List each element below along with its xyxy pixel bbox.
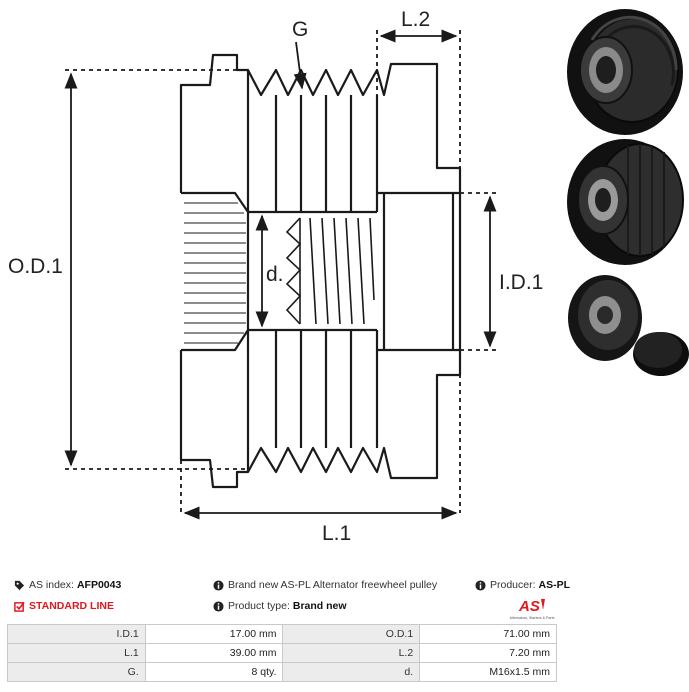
dim-label-l1: L.1 <box>322 522 351 545</box>
dimension-arrows <box>64 29 497 520</box>
spec-label-od1: O.D.1 <box>282 624 421 644</box>
dim-label-id1: I.D.1 <box>499 271 543 294</box>
logo-tagline: Alternators, Starters & Parts <box>510 616 555 620</box>
dim-label-od1: O.D.1 <box>8 255 63 278</box>
table-row: G. 8 qty. d. M16x1.5 mm <box>7 662 557 682</box>
pulley-technical-drawing: G L.2 O.D.1 I.D.1 d. L.1 <box>8 8 689 545</box>
spec-value-od1: 71.00 mm <box>419 624 557 644</box>
spec-value-g: 8 qty. <box>144 662 284 682</box>
bore-thread <box>285 217 375 325</box>
as-index-value: AFP0043 <box>76 579 122 591</box>
info-icon <box>213 579 224 591</box>
producer-label: Producer: <box>490 579 536 591</box>
spec-value-id1: 17.00 mm <box>144 624 284 644</box>
table-row: L.1 39.00 mm L.2 7.20 mm <box>7 643 557 663</box>
logo-brand: AS <box>518 598 540 615</box>
product-type-value: Brand new <box>292 600 347 612</box>
pulley-photo-side <box>567 139 684 265</box>
spec-value-l1: 39.00 mm <box>144 643 284 663</box>
producer-row: Producer: AS-PL <box>475 579 570 591</box>
standard-line-row: STANDARD LINE <box>14 600 114 612</box>
pulley-outline <box>179 53 462 489</box>
spec-value-l2: 7.20 mm <box>419 643 557 663</box>
product-type-label: Product type: <box>228 600 290 612</box>
spec-table: I.D.1 17.00 mm O.D.1 71.00 mm L.1 39.00 … <box>7 624 557 682</box>
description-row: Brand new AS-PL Alternator freewheel pul… <box>213 579 437 591</box>
dim-label-d: d. <box>266 263 284 286</box>
pulley-photo-with-cap <box>568 275 689 376</box>
spec-label-g: G. <box>7 662 146 682</box>
producer-value: AS-PL <box>538 579 571 591</box>
spline-hatching <box>184 202 246 344</box>
spec-label-id1: I.D.1 <box>7 624 146 644</box>
spec-value-d: M16x1.5 mm <box>419 662 557 682</box>
dim-label-g: G <box>292 18 308 41</box>
as-index-row: AS index: AFP0043 <box>14 579 121 591</box>
info-icon <box>213 600 224 612</box>
info-icon <box>475 579 486 591</box>
as-index-label: AS index: <box>29 579 74 591</box>
as-pl-logo: AS Alternators, Starters & Parts <box>510 598 555 620</box>
extension-lines <box>65 30 497 513</box>
spec-label-l1: L.1 <box>7 643 146 663</box>
standard-line-text: STANDARD LINE <box>29 600 114 612</box>
spec-label-d: d. <box>282 662 421 682</box>
description-text: Brand new AS-PL Alternator freewheel pul… <box>228 579 438 591</box>
spec-label-l2: L.2 <box>282 643 421 663</box>
pulley-photo-front <box>567 9 683 135</box>
tag-icon <box>14 580 25 590</box>
table-row: I.D.1 17.00 mm O.D.1 71.00 mm <box>7 624 557 644</box>
checkbox-icon <box>14 601 25 612</box>
dim-label-l2: L.2 <box>401 8 430 31</box>
product-type-row: Product type: Brand new <box>213 600 347 612</box>
